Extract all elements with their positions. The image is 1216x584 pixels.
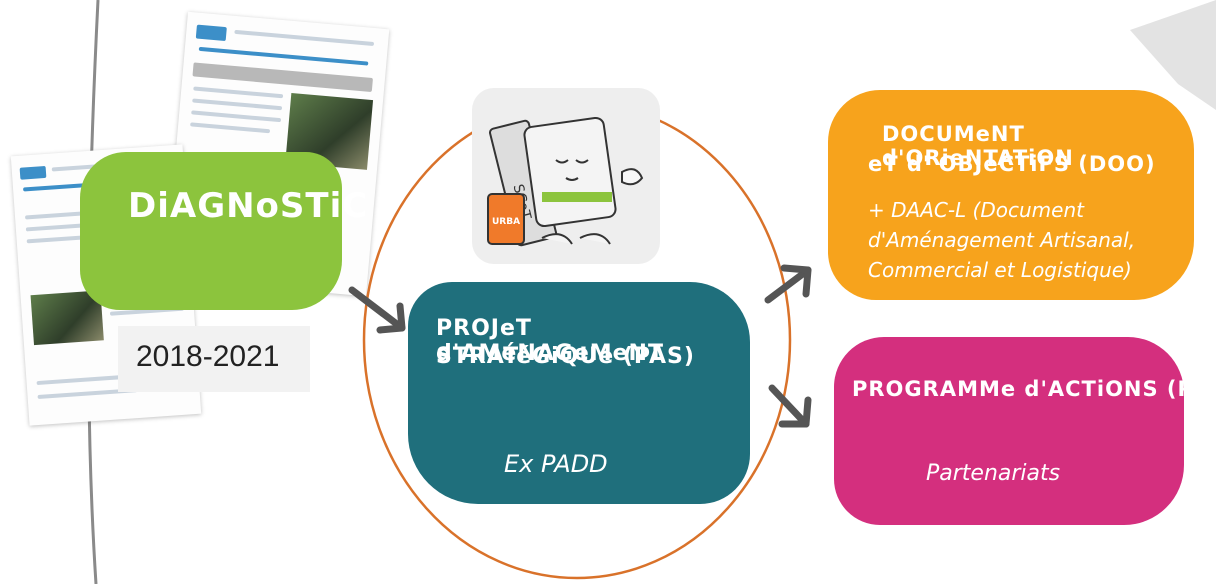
pas-title-line1: PROJeT d'AMéNAGeMeNT [436,316,664,366]
doo-subtitle-line2: d'Aménagement Artisanal, [868,228,1136,252]
pas-title-line2: STRATéGiQUe (PAS) [436,344,695,369]
urba-bag-icon [487,193,525,245]
doo-title-line1: DOCUMeNT d'ORieNTATiON [882,122,1074,170]
pa-title: PROGRAMMe d'ACTiONS (PA) [852,377,1216,401]
years-label: 2018-2021 [118,326,310,392]
arrow-pas-to-pa [768,384,812,428]
pas-subtitle: Ex PADD [504,450,608,478]
pas-box: PROJeT d'AMéNAGeMeNT STRATéGiQUe (PAS) E… [408,282,750,504]
doo-subtitle-line1: + DAAC-L (Document [868,198,1084,222]
corner-decoration [1130,0,1216,110]
pa-box: PROGRAMMe d'ACTiONS (PA) Partenariats [834,337,1216,525]
scot-book-character-icon: SCoT URBA [487,116,644,247]
diagnostic-title: DiAGNoSTiC [128,186,369,226]
arrow-diagnostic-to-pas [348,286,406,334]
years-text: 2018-2021 [136,340,280,373]
doo-box: DOCUMeNT d'ORieNTATiON eT d' OBJeCTiFS (… [828,90,1194,300]
arrow-pas-to-doo [764,264,812,304]
pa-subtitle: Partenariats [926,461,1061,486]
diagnostic-box: DiAGNoSTiC [80,152,367,310]
doo-title-line2: eT d' OBJeCTiFS (DOO) [868,152,1156,176]
doo-subtitle-line3: Commercial et Logistique) [868,258,1132,282]
svg-text:URBA: URBA [492,217,520,227]
scot-illustration: SCoT URBA [472,88,660,264]
